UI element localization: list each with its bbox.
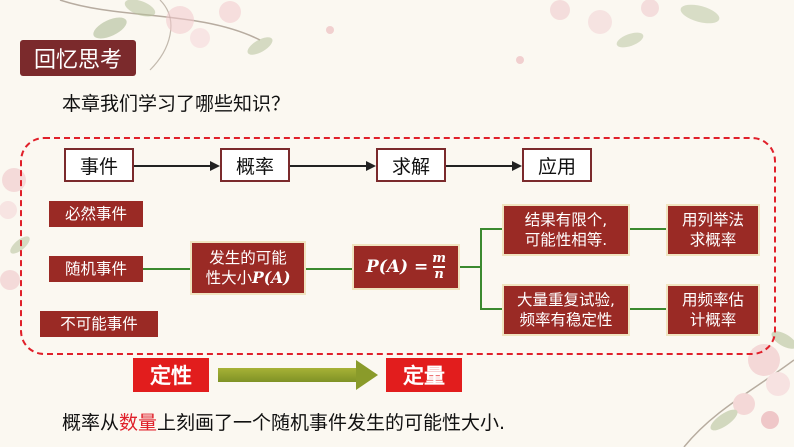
formula-lhs: P(A) = — [366, 256, 429, 277]
branch-to-cond-1 — [480, 228, 502, 230]
condition-2-line-1: 大量重复试验, — [517, 290, 615, 309]
branch-vertical — [480, 228, 482, 310]
summary-text: 概率从数量上刻画了一个随机事件发生的可能性大小. — [62, 408, 505, 435]
formula-fraction: m n — [432, 250, 446, 282]
method-enumeration: 用列举法 求概率 — [666, 204, 760, 256]
formula-box: P(A) = m n — [352, 244, 460, 290]
method-2-line-2: 计概率 — [689, 311, 737, 329]
summary-suffix: 上刻画了一个随机事件发生的可能性大小. — [157, 412, 506, 434]
flow-arrow-3-head — [512, 161, 522, 171]
flow-box-apply: 应用 — [522, 148, 592, 182]
possibility-line-2: 性大小P(A) — [206, 268, 291, 288]
condition-1-line-2: 可能性相等. — [524, 231, 608, 249]
method-1-line-1: 用列举法 — [681, 210, 744, 229]
condition-2-line-2: 频率有稳定性 — [519, 311, 613, 329]
summary-highlight: 数量 — [119, 412, 158, 434]
fraction-bar — [433, 266, 446, 268]
possibility-size-box: 发生的可能 性大小P(A) — [190, 241, 306, 295]
condition-equally-likely: 结果有限个, 可能性相等. — [502, 204, 630, 256]
formula-denominator: n — [434, 266, 444, 282]
branch-to-cond-2 — [480, 308, 502, 310]
flow-arrow-2-head — [366, 161, 376, 171]
flow-arrow-3-line — [446, 165, 514, 167]
branch-trunk — [460, 266, 482, 268]
condition-frequency-stable: 大量重复试验, 频率有稳定性 — [502, 284, 630, 336]
link-cond-1-to-method-1 — [630, 228, 666, 230]
event-certain: 必然事件 — [49, 201, 143, 227]
link-random-to-possibility — [143, 268, 190, 270]
link-possibility-to-formula — [306, 268, 352, 270]
flow-box-event: 事件 — [64, 148, 134, 182]
formula-numerator: m — [432, 250, 446, 266]
flow-box-solve: 求解 — [376, 148, 446, 182]
method-2-line-1: 用频率估 — [681, 290, 744, 309]
concept-map-frame — [20, 137, 776, 355]
possibility-symbol: P(A) — [252, 268, 291, 287]
event-impossible: 不可能事件 — [40, 311, 158, 337]
condition-1-line-1: 结果有限个, — [524, 210, 608, 229]
flow-box-probability: 概率 — [220, 148, 290, 182]
method-frequency-estimate: 用频率估 计概率 — [666, 284, 760, 336]
flow-arrow-1-line — [134, 165, 212, 167]
section-title-badge: 回忆思考 — [20, 40, 136, 76]
flow-arrow-1-head — [210, 161, 220, 171]
possibility-line-2-text: 性大小 — [205, 269, 253, 287]
question-text: 本章我们学习了哪些知识？ — [62, 93, 291, 115]
big-arrow-head — [356, 360, 378, 390]
qualitative-box: 定性 — [133, 358, 209, 392]
big-arrow-shaft — [218, 368, 358, 382]
method-1-line-2: 求概率 — [689, 231, 737, 249]
flow-arrow-2-line — [290, 165, 368, 167]
possibility-line-1: 发生的可能 — [209, 248, 287, 267]
summary-prefix: 概率从 — [62, 412, 120, 434]
event-random: 随机事件 — [49, 256, 143, 282]
link-cond-2-to-method-2 — [630, 308, 666, 310]
quantitative-box: 定量 — [386, 358, 462, 392]
